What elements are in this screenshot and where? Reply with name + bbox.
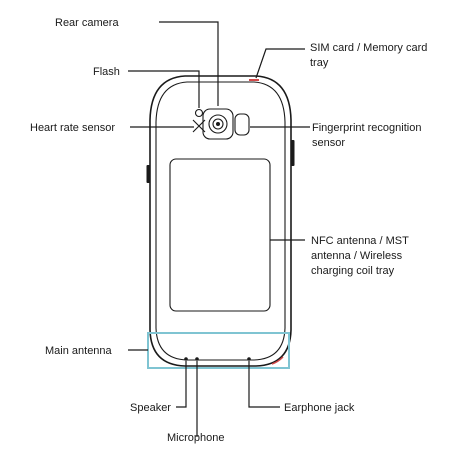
flash-icon bbox=[194, 108, 204, 118]
phone-body bbox=[149, 75, 292, 367]
label-nfc-1: NFC antenna / MST bbox=[311, 235, 409, 247]
leader-flash bbox=[128, 70, 200, 108]
camera-module bbox=[202, 108, 234, 140]
label-rear-camera: Rear camera bbox=[55, 17, 119, 29]
leader-speaker bbox=[176, 361, 187, 408]
label-sim-tray-1: SIM card / Memory card bbox=[310, 42, 427, 54]
label-nfc-2: antenna / Wireless bbox=[311, 250, 403, 262]
label-speaker: Speaker bbox=[130, 402, 171, 414]
label-heart-rate-sensor: Heart rate sensor bbox=[30, 122, 115, 134]
leader-earphone bbox=[248, 361, 280, 408]
speaker-icon bbox=[184, 357, 188, 361]
fingerprint-sensor-icon bbox=[234, 113, 250, 136]
leader-sim-tray bbox=[255, 48, 305, 79]
right-side-button bbox=[291, 140, 295, 166]
leader-lines bbox=[128, 21, 310, 437]
labels: Rear camera Flash Heart rate sensor SIM … bbox=[30, 17, 427, 444]
label-fingerprint-1: Fingerprint recognition bbox=[312, 122, 421, 134]
heart-rate-sensor-icon bbox=[192, 119, 206, 133]
label-fingerprint-2: sensor bbox=[312, 137, 345, 149]
left-side-button bbox=[146, 165, 150, 183]
leader-rear-camera bbox=[159, 21, 219, 106]
microphone-icon bbox=[195, 357, 199, 361]
antenna-red-mark bbox=[271, 356, 284, 365]
earphone-jack-icon bbox=[247, 357, 251, 361]
label-microphone: Microphone bbox=[167, 432, 224, 444]
label-nfc-3: charging coil tray bbox=[311, 265, 395, 277]
label-main-antenna: Main antenna bbox=[45, 345, 113, 357]
nfc-coil-area bbox=[169, 158, 271, 312]
label-sim-tray-2: tray bbox=[310, 57, 329, 69]
label-flash: Flash bbox=[93, 66, 120, 78]
label-earphone-jack: Earphone jack bbox=[284, 402, 355, 414]
